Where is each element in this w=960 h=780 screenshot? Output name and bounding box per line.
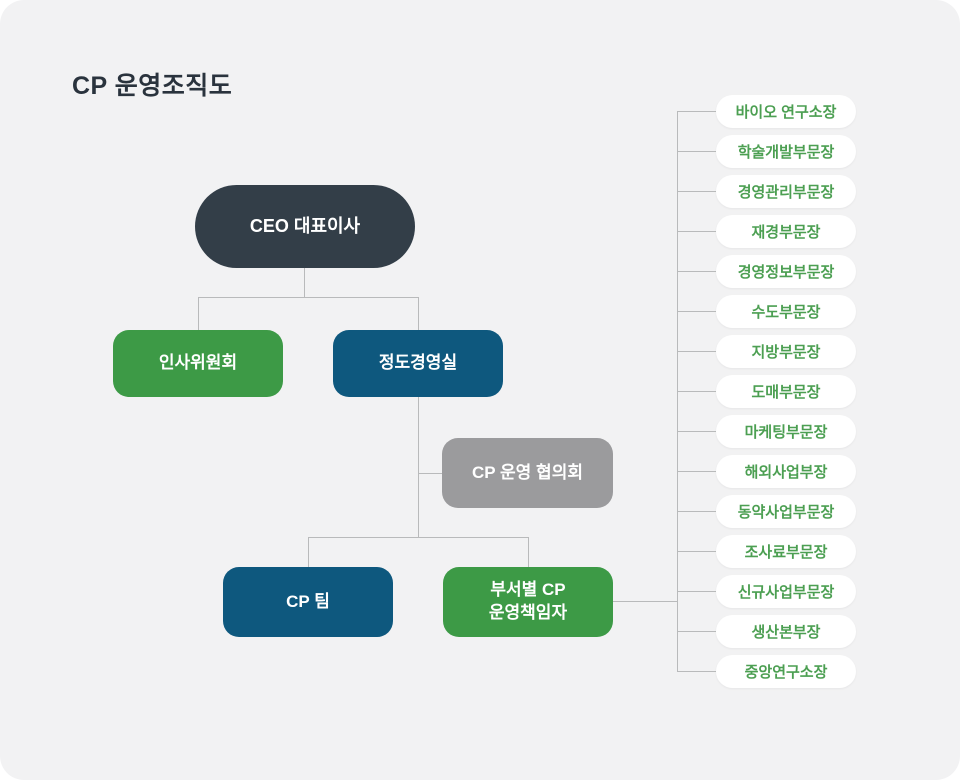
org-list-item: 지방부문장 bbox=[716, 334, 856, 368]
connector-council-stub bbox=[418, 473, 442, 474]
connector-branch bbox=[677, 111, 716, 112]
org-list-item: 경영관리부문장 bbox=[716, 174, 856, 208]
org-list-item: 조사료부문장 bbox=[716, 534, 856, 568]
node-cp-managers: 부서별 CP 운영책임자 bbox=[443, 567, 613, 637]
connector-managers-to-trunk bbox=[613, 601, 677, 602]
connector-hr-drop bbox=[198, 297, 199, 330]
node-cp-managers-label: 부서별 CP 운영책임자 bbox=[488, 580, 568, 622]
connector-branch bbox=[677, 151, 716, 152]
connector-ceo-drop bbox=[304, 268, 305, 298]
org-list-item: 마케팅부문장 bbox=[716, 414, 856, 448]
connector-branch bbox=[677, 551, 716, 552]
connector-trunk bbox=[677, 111, 678, 671]
org-list-item: 중앙연구소장 bbox=[716, 654, 856, 688]
connector-branch bbox=[677, 431, 716, 432]
connector-bottom-split bbox=[308, 537, 529, 538]
org-list-item: 도매부문장 bbox=[716, 374, 856, 408]
connector-branch bbox=[677, 511, 716, 512]
connector-branch bbox=[677, 671, 716, 672]
connector-branch bbox=[677, 351, 716, 352]
connector-ethics-down bbox=[418, 397, 419, 538]
org-list-item: 신규사업부문장 bbox=[716, 574, 856, 608]
connector-branch bbox=[677, 231, 716, 232]
org-list-item: 학술개발부문장 bbox=[716, 134, 856, 168]
org-list-item: 동약사업부문장 bbox=[716, 494, 856, 528]
connector-branch bbox=[677, 631, 716, 632]
node-cp-team: CP 팀 bbox=[223, 567, 393, 637]
connector-branch bbox=[677, 471, 716, 472]
node-ethics-office: 정도경영실 bbox=[333, 330, 503, 397]
connector-cpmgr-drop bbox=[528, 537, 529, 567]
connector-branch bbox=[677, 591, 716, 592]
connector-ceo-split bbox=[198, 297, 419, 298]
org-list-item: 재경부문장 bbox=[716, 214, 856, 248]
node-cp-council: CP 운영 협의회 bbox=[442, 438, 613, 508]
node-hr-committee: 인사위원회 bbox=[113, 330, 283, 397]
connector-branch bbox=[677, 191, 716, 192]
connector-branch bbox=[677, 271, 716, 272]
connector-branch bbox=[677, 311, 716, 312]
org-list-item: 경영정보부문장 bbox=[716, 254, 856, 288]
connector-ethics-drop bbox=[418, 297, 419, 330]
org-list-item: 바이오 연구소장 bbox=[716, 94, 856, 128]
org-list-item: 해외사업부장 bbox=[716, 454, 856, 488]
page-title: CP 운영조직도 bbox=[72, 72, 233, 100]
connector-branch bbox=[677, 391, 716, 392]
connector-cpteam-drop bbox=[308, 537, 309, 567]
org-list-item: 수도부문장 bbox=[716, 294, 856, 328]
org-list-item: 생산본부장 bbox=[716, 614, 856, 648]
node-ceo: CEO 대표이사 bbox=[195, 185, 415, 268]
